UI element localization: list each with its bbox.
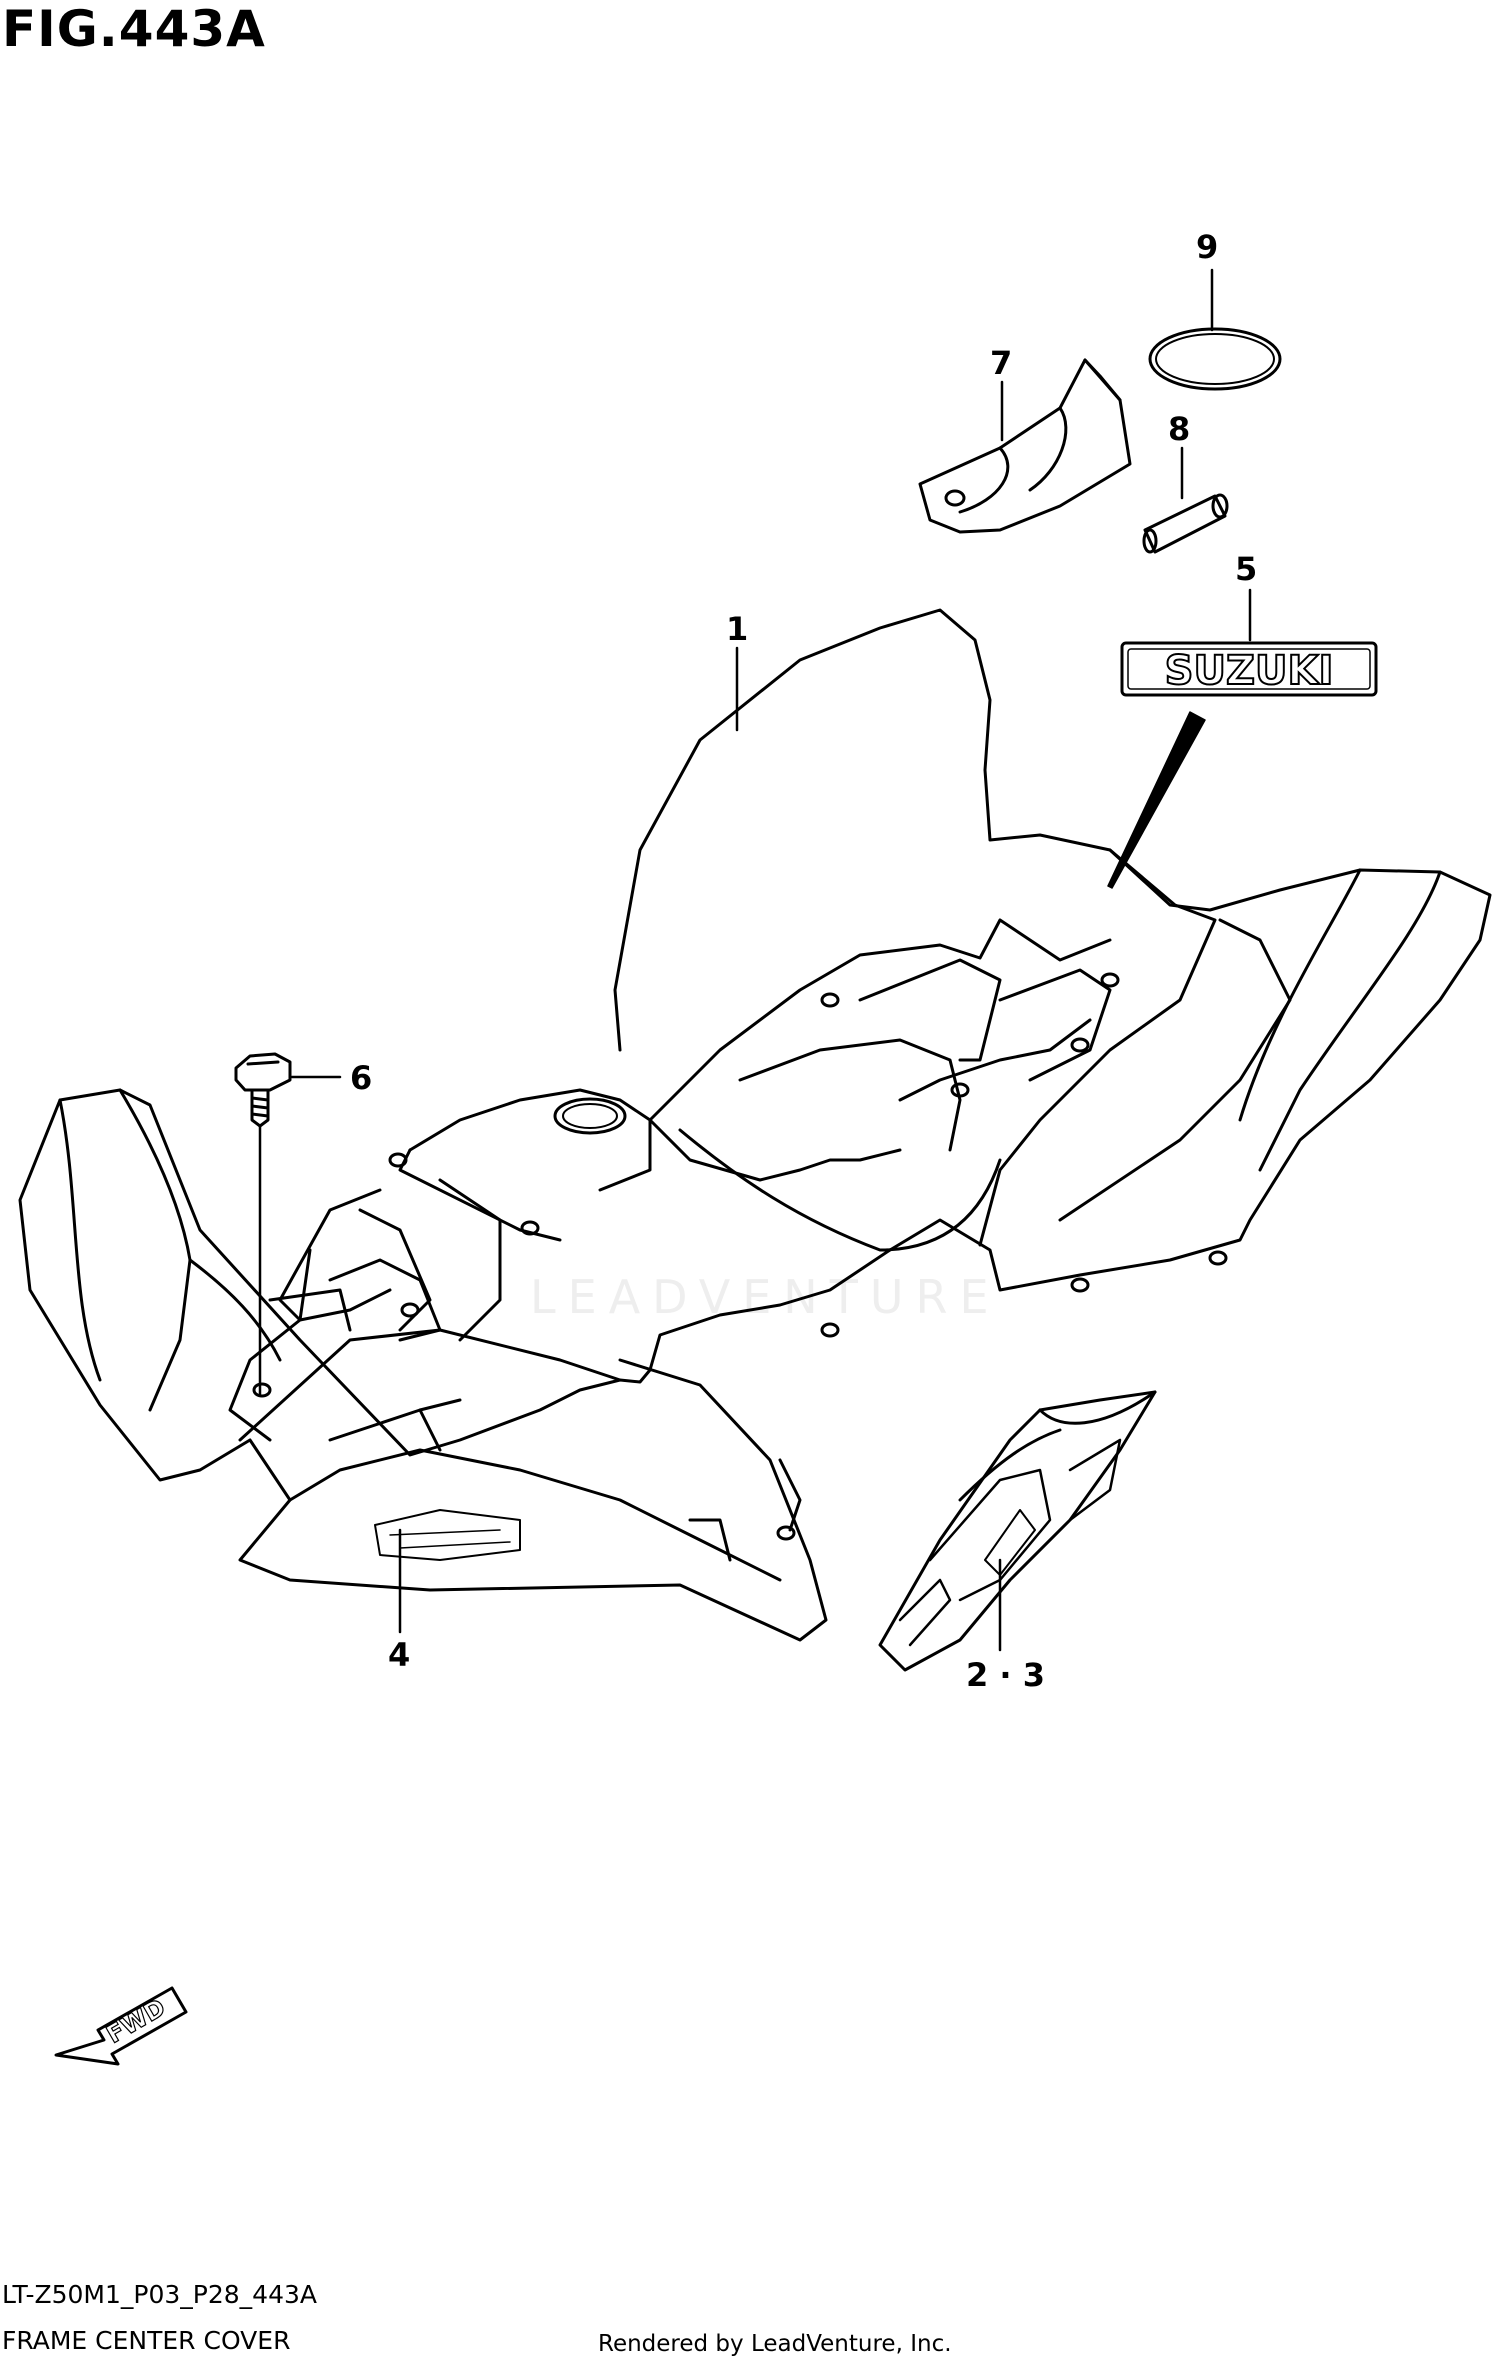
emblem-leader-wedge <box>1107 711 1206 889</box>
callout-5: 5 <box>1235 550 1257 588</box>
part-6-bolt <box>234 1052 292 1128</box>
fwd-arrow <box>54 1986 188 2066</box>
part-8-pipe <box>1142 493 1229 554</box>
part-9-oring <box>1148 327 1282 391</box>
emblem-text: SUZUKI <box>1165 648 1334 694</box>
part-5-suzuki-emblem <box>1120 641 1378 697</box>
watermark: LEADVENTURE <box>530 1270 1001 1324</box>
part-1-frame-center-cover <box>18 608 1492 1642</box>
part-7-cover <box>918 358 1132 534</box>
render-credit: Rendered by LeadVenture, Inc. <box>598 2331 952 2357</box>
callout-9: 9 <box>1196 228 1218 266</box>
leader-lines <box>258 268 1252 1652</box>
callout-6: 6 <box>350 1059 372 1097</box>
figure-title: FIG.443A <box>2 0 266 58</box>
callout-7: 7 <box>990 344 1012 382</box>
drawing-code: LT-Z50M1_P03_P28_443A <box>2 2280 317 2309</box>
part-2-3-side-decal <box>878 1390 1157 1672</box>
callout-2-3: 2 · 3 <box>966 1656 1045 1694</box>
callout-4: 4 <box>388 1636 410 1674</box>
drawing-name: FRAME CENTER COVER <box>2 2326 291 2355</box>
callout-8: 8 <box>1168 410 1190 448</box>
callout-1: 1 <box>726 610 748 648</box>
